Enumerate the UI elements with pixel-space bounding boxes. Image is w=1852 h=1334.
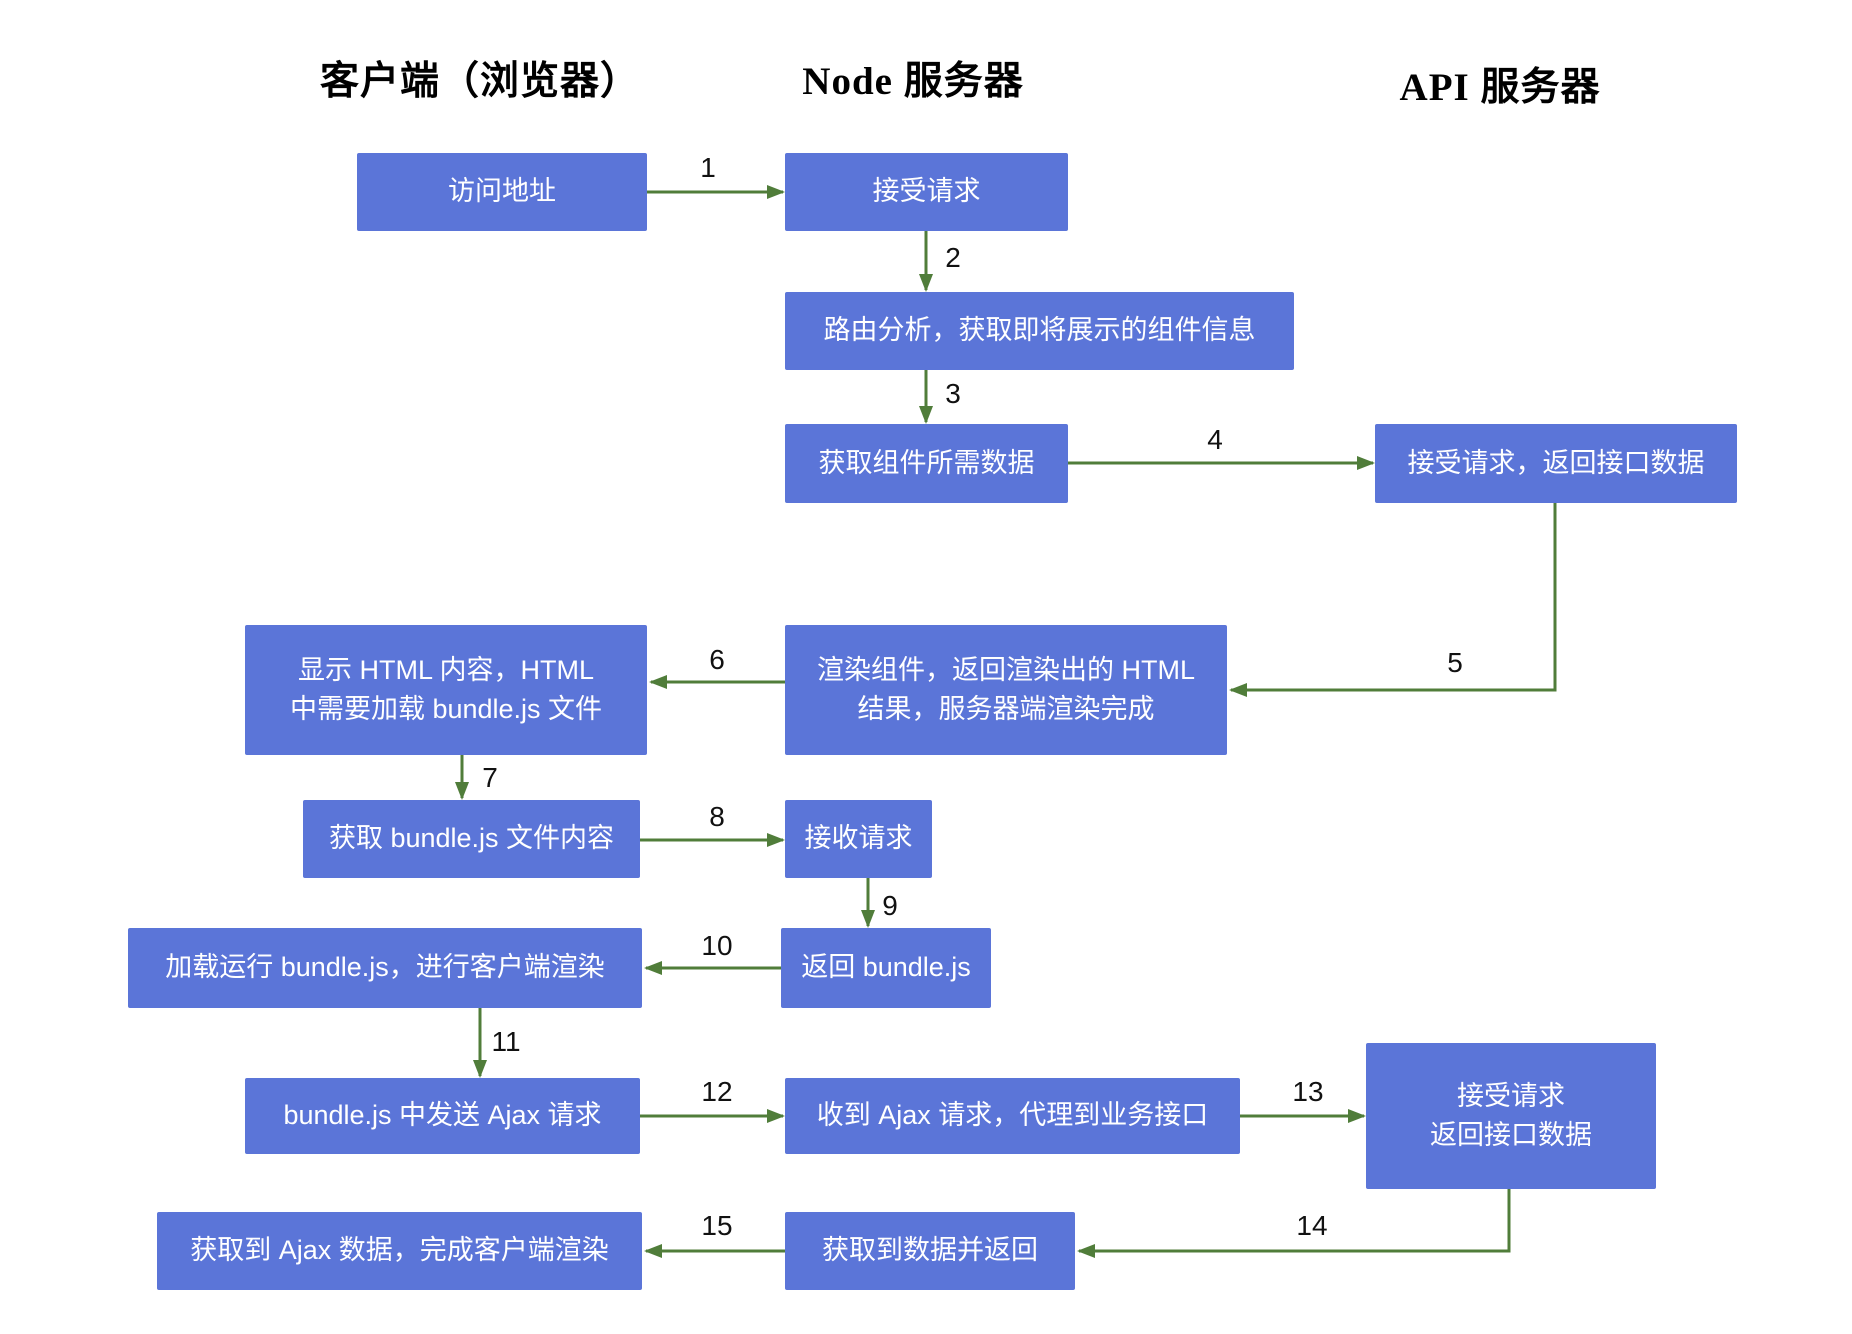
arrow-label-11: 11 [491, 1026, 521, 1057]
node-run-bundle: 加载运行 bundle.js，进行客户端渲染 [128, 928, 642, 1008]
node-api-accept-return-2: 接受请求 返回接口数据 [1366, 1043, 1656, 1189]
node-return-bundle: 返回 bundle.js [781, 928, 991, 1008]
node-api-accept-return: 接受请求，返回接口数据 [1375, 424, 1737, 503]
column-header-node-server: Node 服务器 [802, 60, 1024, 103]
node-get-bundle: 获取 bundle.js 文件内容 [303, 800, 640, 878]
arrow-label-9: 9 [882, 890, 898, 921]
node-send-ajax: bundle.js 中发送 Ajax 请求 [245, 1078, 640, 1154]
column-header-api-server: API 服务器 [1399, 66, 1601, 109]
node-display-html: 显示 HTML 内容，HTML 中需要加载 bundle.js 文件 [245, 625, 647, 755]
node-receive-request: 接收请求 [785, 800, 932, 878]
arrow-label-10: 10 [701, 930, 733, 961]
node-render-components: 渲染组件，返回渲染出的 HTML 结果，服务器端渲染完成 [785, 625, 1227, 755]
arrow-14 [1077, 1189, 1511, 1258]
arrow-label-14: 14 [1296, 1210, 1328, 1241]
arrow-label-4: 4 [1207, 424, 1223, 455]
node-visit-url: 访问地址 [357, 153, 647, 231]
node-ajax-render-done: 获取到 Ajax 数据，完成客户端渲染 [157, 1212, 642, 1290]
arrow-label-2: 2 [945, 242, 961, 273]
arrow-label-6: 6 [709, 644, 725, 675]
arrow-label-7: 7 [482, 762, 498, 793]
arrow-label-1: 1 [700, 152, 716, 183]
node-route-analysis: 路由分析，获取即将展示的组件信息 [785, 292, 1294, 370]
node-fetch-component-data: 获取组件所需数据 [785, 424, 1068, 503]
node-return-data: 获取到数据并返回 [785, 1212, 1075, 1290]
arrow-label-8: 8 [709, 801, 725, 832]
arrow-label-15: 15 [701, 1210, 733, 1241]
node-accept-request: 接受请求 [785, 153, 1068, 231]
arrow-label-3: 3 [945, 378, 961, 409]
arrow-5 [1229, 503, 1557, 697]
arrow-label-12: 12 [701, 1076, 733, 1107]
column-header-client: 客户端（浏览器） [319, 60, 640, 103]
node-proxy-ajax: 收到 Ajax 请求，代理到业务接口 [785, 1078, 1240, 1154]
arrow-label-13: 13 [1292, 1076, 1324, 1107]
arrow-label-5: 5 [1447, 647, 1463, 678]
